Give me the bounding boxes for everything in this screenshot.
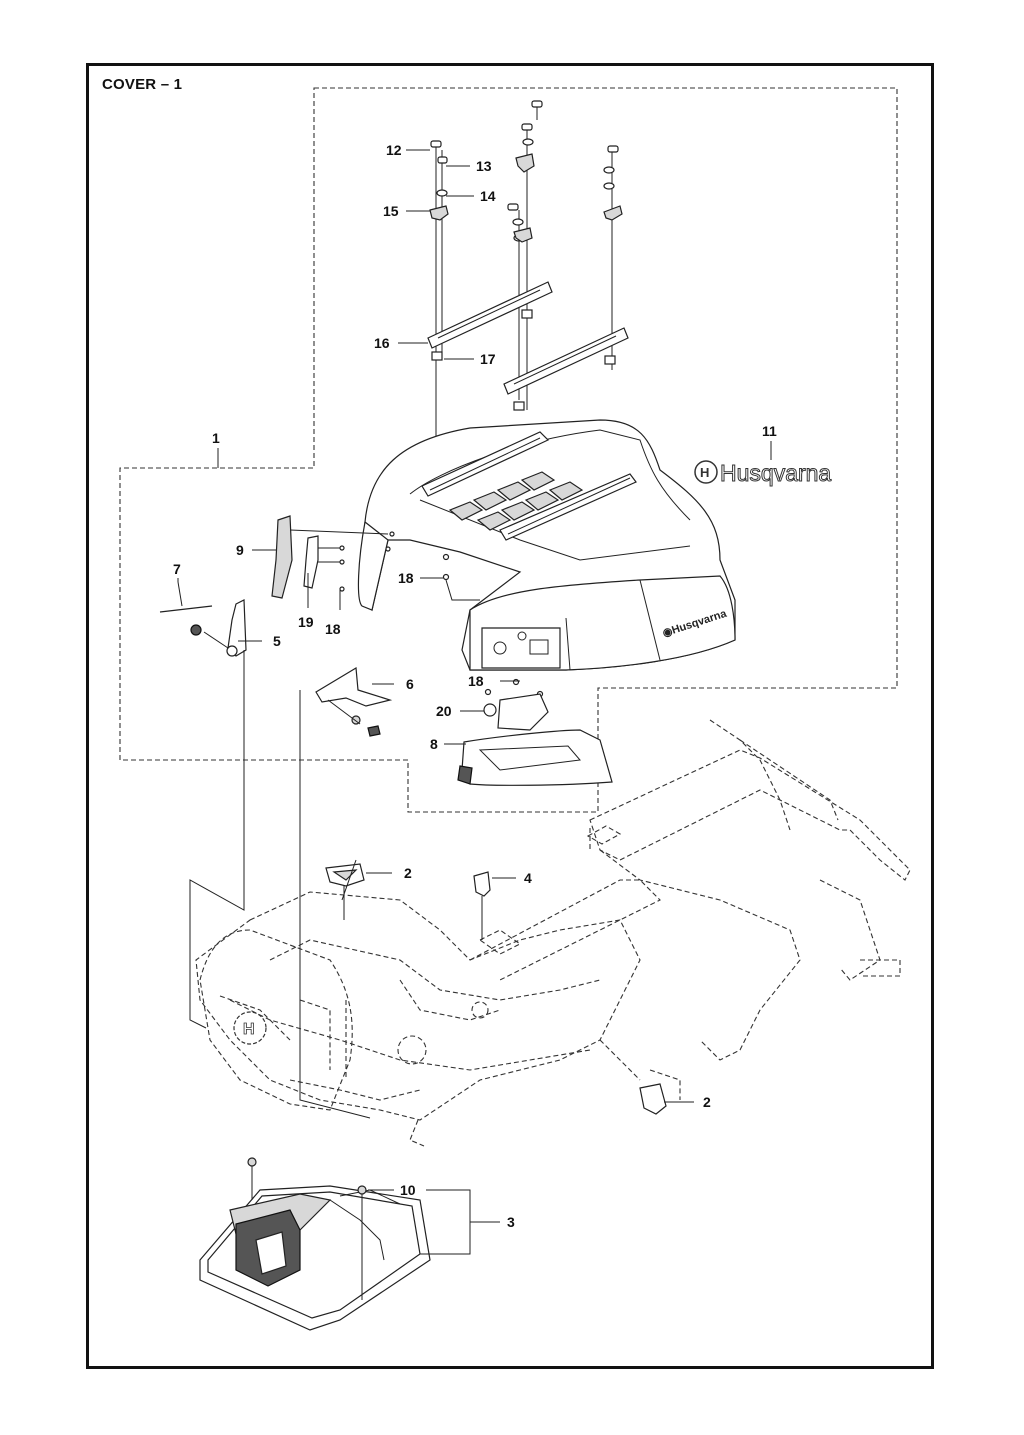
hood-cover: ◉Husqvarna — [357, 419, 736, 671]
assembly-1-boundary — [119, 87, 898, 813]
callout-17: 17 — [480, 351, 496, 367]
leader-lines — [177, 149, 772, 1255]
small-fasteners — [339, 531, 544, 698]
husqvarna-wordmark: Husqvarna — [720, 460, 831, 486]
callout-1: 1 — [212, 430, 220, 446]
callout-6: 6 — [406, 676, 414, 692]
callout-5: 5 — [273, 633, 281, 649]
callout-18-lower: 18 — [468, 673, 484, 689]
callout-11: 11 — [762, 423, 777, 439]
callout-18-left: 18 — [325, 621, 341, 637]
svg-text:H: H — [700, 465, 709, 480]
mower-frame: H — [195, 719, 911, 1147]
callout-9: 9 — [236, 542, 244, 558]
husqvarna-logo: H Husqvarna — [694, 460, 832, 487]
callout-12: 12 — [386, 142, 402, 158]
support-bars — [427, 281, 629, 395]
battery-cover — [199, 1157, 431, 1331]
callout-7: 7 — [173, 561, 181, 577]
svg-text:H: H — [243, 1021, 255, 1038]
callout-15: 15 — [383, 203, 399, 219]
callout-labels: 1 2 2 3 4 5 6 7 8 9 10 11 12 13 14 15 16… — [173, 142, 777, 1230]
callout-2-top: 2 — [404, 865, 412, 881]
lower-cover-piece — [457, 693, 613, 786]
callout-3: 3 — [507, 1214, 515, 1230]
callout-13: 13 — [476, 158, 492, 174]
callout-19: 19 — [298, 614, 314, 630]
callout-14: 14 — [480, 188, 496, 204]
callout-8: 8 — [430, 736, 438, 752]
left-brackets — [159, 515, 393, 737]
callout-10: 10 — [400, 1182, 416, 1198]
callout-18-upper: 18 — [398, 570, 414, 586]
callout-2-bottom: 2 — [703, 1094, 711, 1110]
callout-16: 16 — [374, 335, 390, 351]
hardware-bolts — [429, 100, 623, 478]
diagram-frame — [86, 63, 934, 1369]
callout-4: 4 — [524, 870, 532, 886]
callout-20: 20 — [436, 703, 452, 719]
diagram-title: COVER – 1 — [102, 76, 183, 93]
